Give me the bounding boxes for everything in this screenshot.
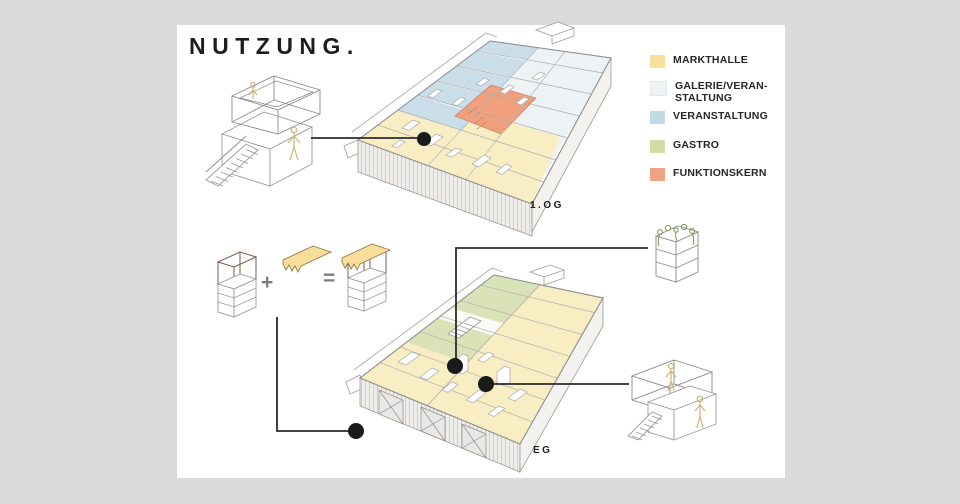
marker-dots <box>348 132 494 439</box>
person-figure <box>248 81 301 161</box>
marker-dot <box>348 423 364 439</box>
marker-dot <box>447 358 463 374</box>
plus-operator: + <box>261 271 274 294</box>
legend-item-veranstaltung: VERANSTALTUNG <box>650 110 768 124</box>
legend-label: VERANSTALTUNG <box>673 110 768 122</box>
page-title: NUTZUNG. <box>189 33 360 59</box>
upper-floor-furniture <box>391 71 546 175</box>
equals-operator: = <box>323 267 336 290</box>
legend-label: GASTRO <box>673 139 720 151</box>
legend-swatch <box>650 55 665 68</box>
person-figure <box>665 362 706 429</box>
roller-door <box>378 389 487 459</box>
plants <box>657 223 695 247</box>
marker-dot <box>478 376 494 392</box>
legend-label: MARKTHALLE <box>673 54 748 66</box>
legend-item-funktionskern: FUNKTIONSKERN <box>650 167 767 181</box>
upper-floor-plan <box>343 21 612 237</box>
legend-item-markthalle: MARKTHALLE <box>650 54 748 68</box>
legend-swatch <box>650 81 667 96</box>
legend-item-gastro: GASTRO <box>650 139 719 153</box>
leader-line-plant-shelf <box>455 247 648 360</box>
legend-item-galerie: GALERIE/VERAN- STALTUNG <box>650 80 768 104</box>
legend-label: GALERIE/VERAN- STALTUNG <box>675 80 768 104</box>
ground-floor-label: EG <box>533 445 553 456</box>
leader-lines <box>276 137 648 432</box>
leader-line-module <box>276 317 348 432</box>
module-assembly-diagram <box>217 243 391 318</box>
legend-swatch <box>650 168 665 181</box>
legend-swatch <box>650 111 665 124</box>
stairs-detail-upper <box>205 75 322 187</box>
ground-floor-plan <box>345 264 604 474</box>
marker-dot <box>417 132 431 146</box>
plant-shelf-detail <box>654 223 700 283</box>
legend-swatch <box>650 140 665 153</box>
legend-label: FUNKTIONSKERN <box>673 167 767 179</box>
upper-floor-label: 1.OG <box>530 200 564 211</box>
stairs-detail-ground <box>627 359 718 441</box>
